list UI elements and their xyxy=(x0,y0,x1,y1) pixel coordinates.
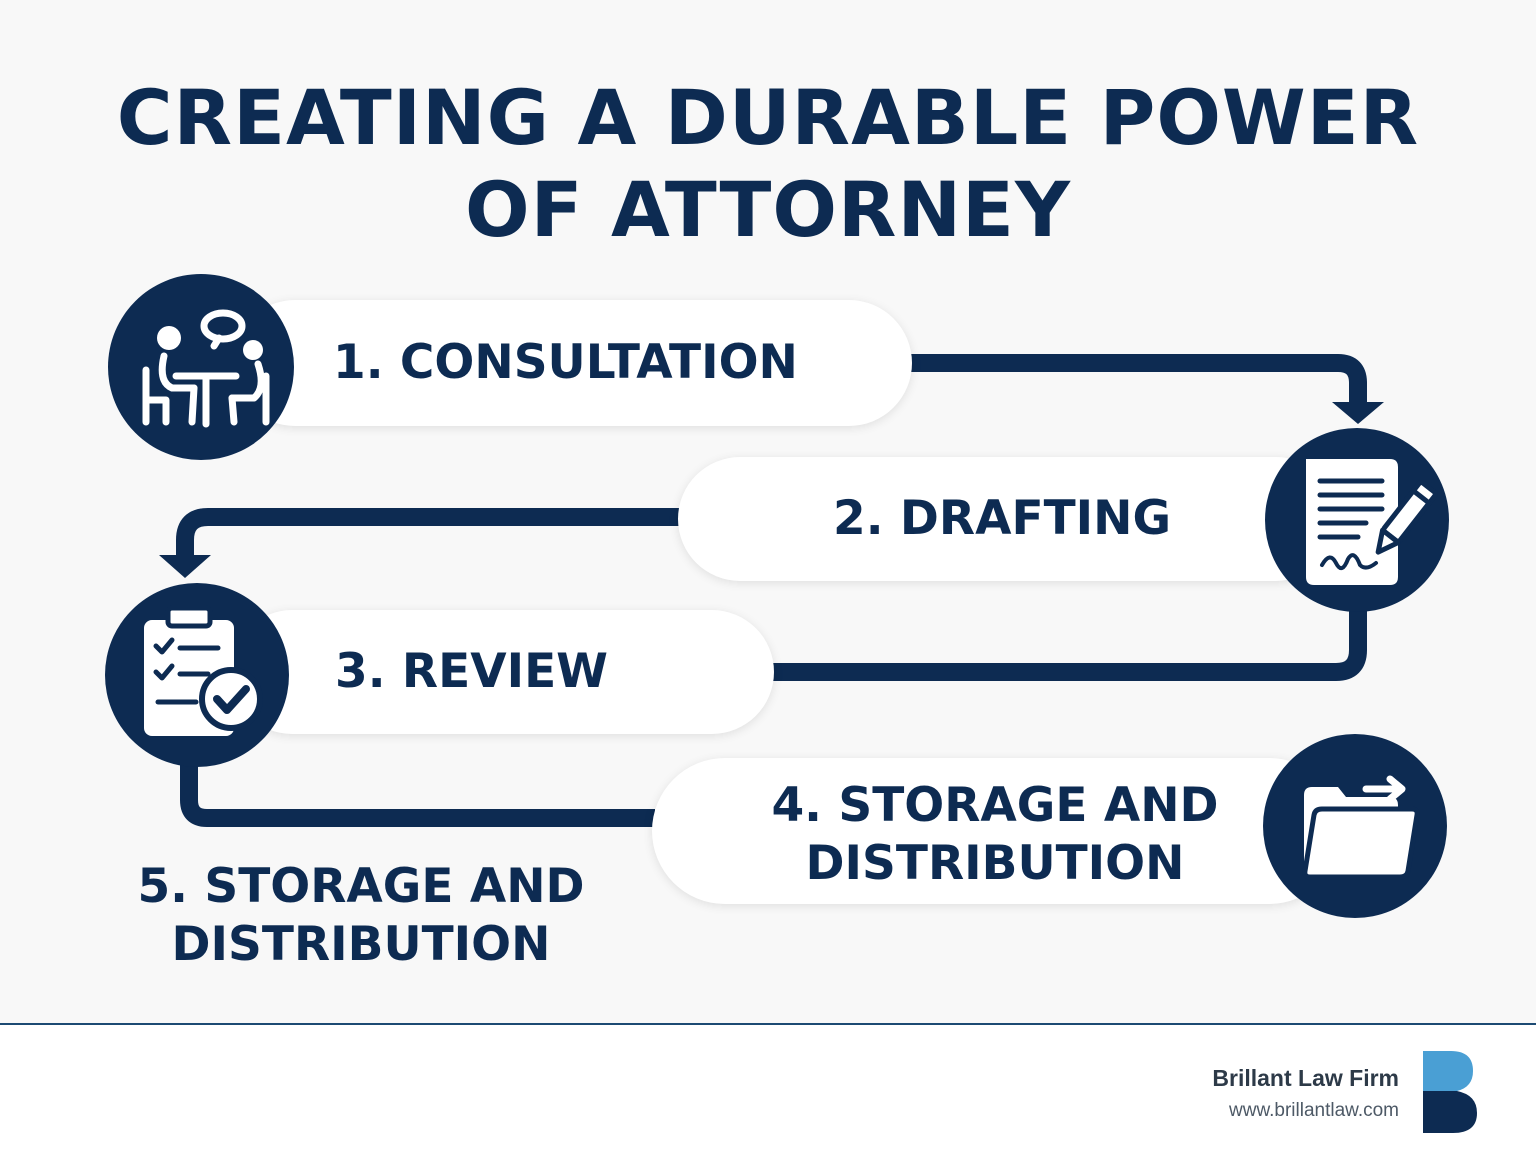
footer-divider xyxy=(0,1023,1536,1025)
brand-url: www.brillantlaw.com xyxy=(1229,1100,1399,1121)
step-1-pill xyxy=(232,300,912,426)
step-2-pill xyxy=(678,457,1338,581)
step-4-label: 4. STORAGE AND DISTRIBUTION xyxy=(770,777,1220,893)
arrowhead-down-step2 xyxy=(1332,402,1384,424)
title-line-1: CREATING A DURABLE POWER xyxy=(116,73,1420,162)
folder-arrow-icon xyxy=(1263,734,1447,918)
step-4-label-line-2: DISTRIBUTION xyxy=(805,836,1185,891)
flow-connectors xyxy=(159,354,1384,827)
arrowhead-down-step3 xyxy=(159,555,211,578)
step-2-label: 2. DRAFTING xyxy=(833,491,1172,546)
step-3-label: 3. REVIEW xyxy=(335,644,609,699)
connector-3-to-5 xyxy=(180,760,655,827)
step-3-pill xyxy=(230,610,774,734)
title-line-2: OF ATTORNEY xyxy=(464,165,1071,254)
connector-2-to-3 xyxy=(176,508,685,560)
consultation-meeting-icon xyxy=(108,274,294,460)
connector-1-to-2 xyxy=(900,354,1367,408)
clipboard-check-icon xyxy=(105,583,289,767)
step-5-label-line-1: 5. STORAGE AND xyxy=(137,859,585,914)
brand-logo-icon xyxy=(1423,1051,1477,1133)
connector-2-to-3-return xyxy=(760,608,1367,681)
footer: Brillant Law Firm www.brillantlaw.com xyxy=(0,1025,1536,1154)
brand-name: Brillant Law Firm xyxy=(1212,1065,1399,1091)
step-5-label: 5. STORAGE AND DISTRIBUTION xyxy=(135,858,587,974)
step-4-pill xyxy=(652,758,1342,904)
step-1-label: 1. CONSULTATION xyxy=(333,335,798,390)
step-4-label-line-1: 4. STORAGE AND xyxy=(771,778,1219,833)
step-5-label-line-2: DISTRIBUTION xyxy=(171,917,551,972)
page-title: CREATING A DURABLE POWER OF ATTORNEY xyxy=(0,72,1536,256)
document-pen-icon xyxy=(1265,428,1449,612)
